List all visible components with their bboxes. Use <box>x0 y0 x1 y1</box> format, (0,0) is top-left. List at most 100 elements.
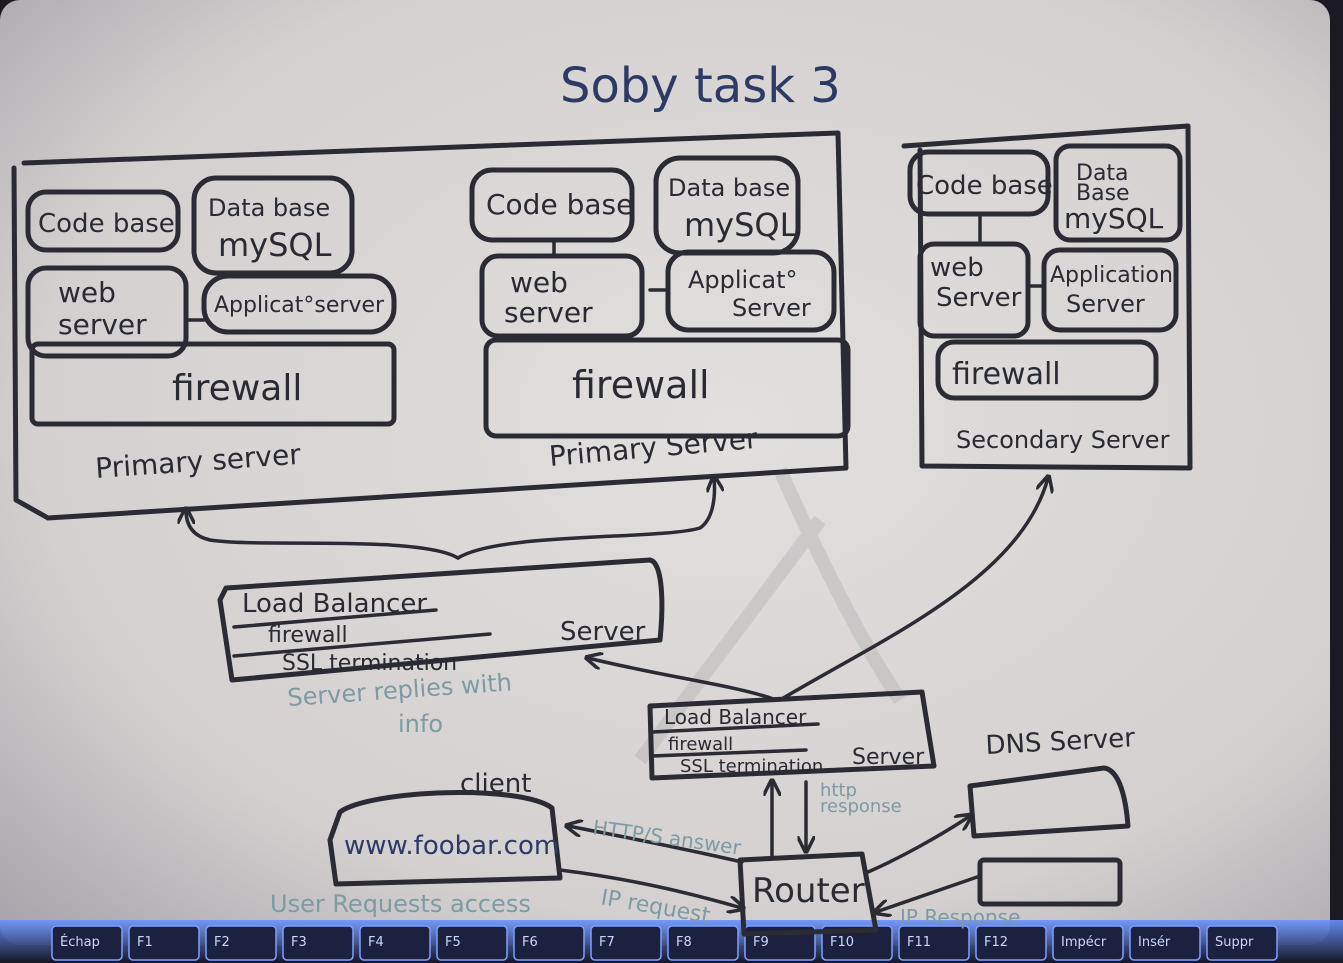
app-server-box <box>665 249 837 333</box>
keyboard-keys: Échap F1 F2 F3 F4 F5 F6 F7 F8 F9 F10 F11 F12 Impécr In… <box>51 925 1278 961</box>
keyboard-key <box>1052 925 1124 961</box>
client-outline <box>327 790 563 887</box>
app-server-label: Applicat°server <box>214 293 385 318</box>
keyboard-key <box>975 925 1047 961</box>
web-server-box <box>479 253 645 339</box>
firewall-box <box>483 337 851 439</box>
keyboard-key-label: F7 <box>599 935 615 950</box>
keyboard-key <box>359 925 431 961</box>
load-balancer-small: Load Balancer firewall SSL termination S… <box>647 689 937 781</box>
firewall-label: firewall <box>172 368 302 409</box>
keyboard-key-label: F9 <box>753 935 769 950</box>
primary-server-1: Code base Data base mySQL web server App… <box>25 175 397 485</box>
app-server-label: Applicat° <box>688 266 798 294</box>
secondary-server: Code base Data Base mySQL web Server App… <box>901 123 1193 471</box>
primary-cluster-outline <box>11 130 849 521</box>
keyboard-key-label: F10 <box>830 935 854 950</box>
keyboard-key-label: F4 <box>368 935 384 950</box>
keyboard-key-label: F11 <box>907 935 931 950</box>
user-request-label: User Requests access <box>270 890 531 918</box>
keyboard-key-label: Impécr <box>1061 935 1107 950</box>
http-response-label: http <box>820 780 857 801</box>
app-server-box <box>201 273 397 335</box>
keyboard-key-label: F8 <box>676 935 692 950</box>
database-box <box>1053 143 1183 243</box>
dns-server-box-top <box>967 765 1131 839</box>
keyboard-key <box>590 925 662 961</box>
keyboard-key-label: Suppr <box>1215 935 1254 950</box>
load-balancer-server: Server <box>852 745 925 770</box>
database-label: Data base <box>668 174 790 202</box>
app-server-box <box>1041 247 1179 333</box>
load-balancer-main: Load Balancer firewall SSL termination S… <box>217 557 665 683</box>
codebase-box <box>469 167 635 243</box>
client-url: www.foobar.com <box>344 831 559 861</box>
web-server-label: web <box>58 276 116 309</box>
app-server-label: Application <box>1050 263 1173 288</box>
arrow-small-lb-to-main-lb <box>588 658 778 702</box>
keyboard-key <box>205 925 277 961</box>
arrow-lb-to-primary-1 <box>186 510 460 560</box>
web-server-box <box>917 241 1031 339</box>
web-server-label: web <box>930 253 984 283</box>
keyboard-key <box>436 925 508 961</box>
keyboard-key-label: Échap <box>60 934 100 950</box>
arrow-router-to-dns <box>866 816 970 874</box>
keyboard-key-label: F3 <box>291 935 307 950</box>
keyboard-key-label: F1 <box>137 935 153 950</box>
codebase-label: Code base <box>38 209 175 239</box>
database-label-2: Base <box>1076 181 1130 206</box>
secondary-server-label: Secondary Server <box>956 426 1170 454</box>
arrow-router-to-client <box>568 826 744 864</box>
arrow-lb-to-primary-2 <box>456 478 714 560</box>
load-balancer-outline <box>647 689 937 781</box>
database-label: Data base <box>208 194 330 222</box>
keyboard-key <box>51 925 123 961</box>
client-label: client <box>460 769 531 799</box>
keyboard-key-label: F12 <box>984 935 1008 950</box>
client: client www.foobar.com <box>327 769 563 887</box>
load-balancer-firewall: firewall <box>668 734 733 755</box>
codebase-box <box>25 189 181 253</box>
load-balancer-divider-1 <box>650 722 820 734</box>
database-engine-label: mySQL <box>1064 202 1164 235</box>
marble-streak <box>634 467 906 765</box>
keyboard-key <box>513 925 585 961</box>
app-server-label-2: Server <box>732 294 811 322</box>
web-server-label-2: Server <box>936 283 1022 313</box>
arrow-small-lb-to-secondary <box>778 478 1048 702</box>
keyboard-key-label: F5 <box>445 935 461 950</box>
arrow-dns-to-router <box>876 874 982 912</box>
ip-response-label: IP Response <box>900 905 1020 929</box>
firewall-label: firewall <box>572 363 710 407</box>
web-server-label: web <box>510 266 568 299</box>
keyboard-key-label: F6 <box>522 935 538 950</box>
load-balancer-server: Server <box>560 617 646 647</box>
keyboard-key <box>128 925 200 961</box>
secondary-server-outline <box>901 123 1193 471</box>
keyboard-key <box>821 925 893 961</box>
whiteboard-surface <box>0 0 1330 945</box>
http-response-label-2: response <box>820 796 902 817</box>
load-balancer-firewall: firewall <box>268 623 348 648</box>
keyboard-key-label: F2 <box>214 935 230 950</box>
dns-server-box-bottom <box>977 857 1123 907</box>
load-balancer-ssl: SSL termination <box>680 756 823 777</box>
web-server-box <box>25 265 189 359</box>
codebase-label: Code base <box>486 188 633 221</box>
keyboard-key-label: Insér <box>1138 935 1171 950</box>
codebase-label: Code base <box>916 171 1053 201</box>
load-balancer-divider-2 <box>232 632 492 658</box>
load-balancer-ssl: SSL termination <box>282 651 457 676</box>
router-label: Router <box>752 871 865 911</box>
load-balancer-divider-1 <box>232 608 438 629</box>
database-engine-label: mySQL <box>218 226 332 264</box>
load-balancer-divider-2 <box>650 748 808 758</box>
firewall-label: firewall <box>952 357 1061 392</box>
server-reply-note-2: info <box>398 710 443 738</box>
database-label: Data <box>1076 161 1129 186</box>
web-server-label-2: server <box>58 308 147 341</box>
arrow-client-to-router <box>558 868 742 908</box>
database-engine-label: mySQL <box>684 206 798 244</box>
